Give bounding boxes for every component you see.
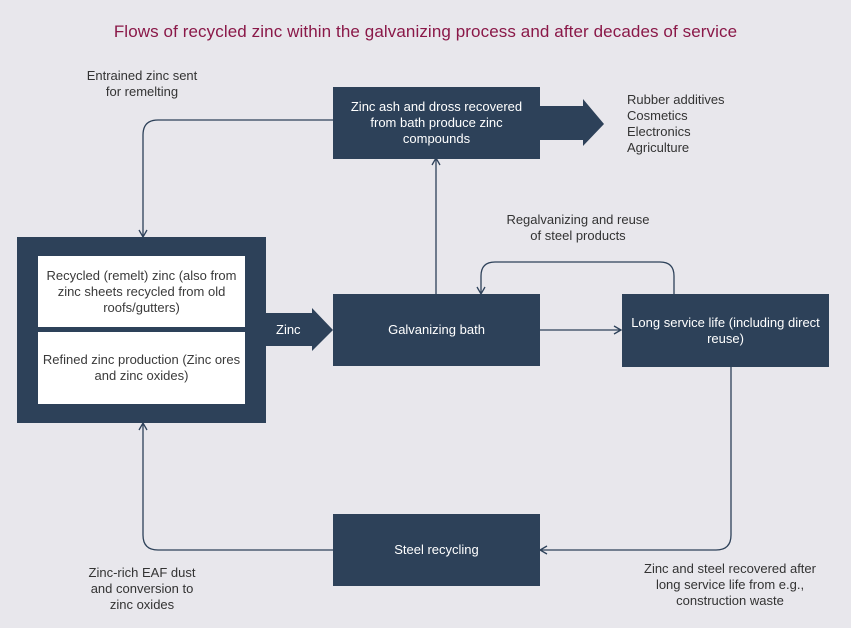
- service-to-steel-connector: [538, 367, 732, 555]
- steel-recycling-label: Steel recycling: [394, 542, 479, 557]
- compound-use-item: Agriculture: [627, 140, 690, 155]
- recycled-zinc-box: Recycled (remelt) zinc (also from zinc s…: [38, 256, 245, 327]
- compounds-arrow: [540, 99, 604, 146]
- regalvanizing-connector: [476, 261, 675, 296]
- steel-recycling-box: Steel recycling: [333, 514, 540, 586]
- regalvanizing-annotation: Regalvanizing and reuse of steel product…: [506, 212, 650, 243]
- zinc-arrow: [266, 308, 333, 351]
- recycled-zinc-label: Recycled (remelt) zinc (also from zinc s…: [46, 267, 237, 315]
- compound-use-item: Cosmetics: [627, 108, 688, 123]
- compound-use-item: Electronics: [627, 124, 691, 139]
- entrained-annotation: Entrained zinc sent for remelting: [86, 68, 198, 99]
- compound-uses-list: Rubber additives Cosmetics Electronics A…: [627, 92, 725, 156]
- recovered-annotation: Zinc and steel recovered after long serv…: [644, 561, 816, 608]
- galvanizing-bath-box: Galvanizing bath: [333, 294, 540, 366]
- diagram-title: Flows of recycled zinc within the galvan…: [113, 22, 738, 41]
- compound-use-item: Rubber additives: [627, 92, 725, 107]
- steel-to-zinc-connector: [138, 421, 333, 551]
- refined-zinc-label: Refined zinc production (Zinc ores and z…: [42, 352, 241, 383]
- galvanizing-bath-label: Galvanizing bath: [388, 322, 485, 337]
- zinc-arrow-label: Zinc: [276, 322, 301, 337]
- ash-dross-box: Zinc ash and dross recovered from bath p…: [333, 87, 540, 159]
- ash-dross-label: Zinc ash and dross recovered from bath p…: [350, 99, 523, 146]
- long-service-label: Long service life (including direct reus…: [631, 314, 820, 346]
- long-service-box: Long service life (including direct reus…: [622, 294, 829, 367]
- refined-zinc-box: Refined zinc production (Zinc ores and z…: [38, 332, 245, 404]
- eaf-dust-annotation: Zinc-rich EAF dust and conversion to zin…: [88, 565, 196, 612]
- entrained-zinc-connector: [138, 119, 333, 239]
